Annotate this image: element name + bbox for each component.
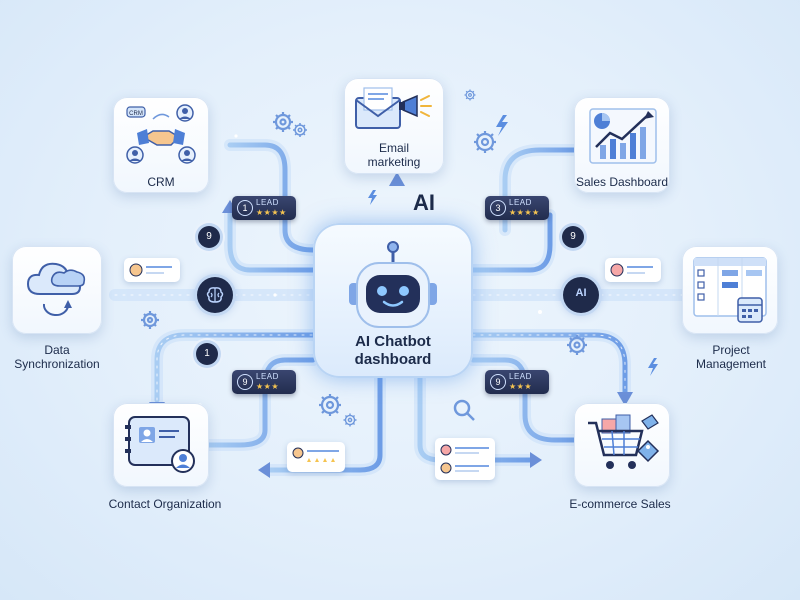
lead-badge[interactable]: 9 LEAD ★★★ — [485, 370, 549, 394]
avatar-list-icon — [440, 444, 489, 474]
lead-badge[interactable]: 9 LEAD ★★★ — [232, 370, 296, 394]
data-sync-label-line2: Synchronization — [14, 357, 100, 371]
ai-hub-label: AI — [575, 287, 587, 299]
magnifier-icon — [453, 399, 475, 421]
gear-icons — [141, 89, 587, 427]
gear-icon — [464, 89, 476, 101]
gear-icon — [273, 112, 293, 132]
lead-number: 1 — [237, 200, 253, 216]
ecommerce-label: E-commerce Sales — [569, 497, 671, 511]
count-bubble[interactable]: 9 — [198, 226, 220, 248]
lead-number: 3 — [490, 200, 506, 216]
center-title: AI Chatbot dashboard — [313, 333, 473, 369]
gear-icon — [343, 413, 357, 427]
brain-hub[interactable] — [197, 277, 233, 313]
growth-chart-icon — [589, 108, 657, 164]
kanban-board-icon — [693, 257, 767, 323]
lead-badge[interactable]: 3 LEAD ★★★★ — [485, 196, 549, 220]
crm-card[interactable]: CRM CRM — [113, 97, 209, 193]
email-label: Email marketing — [344, 141, 444, 169]
project-label: Project Management — [676, 343, 786, 371]
gear-icon — [319, 394, 341, 416]
arrow-down-ecommerce — [617, 392, 633, 406]
email-marketing-card[interactable]: Email marketing — [344, 78, 444, 174]
contact-organization-label: Contact Organization — [108, 497, 222, 511]
lead-label: LEAD — [256, 198, 279, 207]
lead-stars: ★★★★ — [509, 208, 540, 217]
avatar-icon — [129, 263, 172, 277]
avatar-rating-icon — [292, 447, 339, 462]
arrow-right-mini — [530, 452, 542, 468]
envelope-icon — [355, 87, 401, 129]
robot-icon — [349, 241, 437, 328]
sales-dashboard-card[interactable]: Sales Dashboard — [574, 97, 670, 193]
lead-label: LEAD — [509, 198, 532, 207]
email-label-line1: Email — [378, 141, 409, 155]
email-label-line2: marketing — [367, 155, 421, 169]
gear-icon — [141, 311, 159, 329]
profile-list-mini-card[interactable] — [435, 438, 495, 480]
data-sync-label: Data Synchronization — [2, 343, 112, 371]
profile-mini-card[interactable] — [124, 258, 180, 282]
ai-search-hub[interactable]: AI — [563, 277, 599, 313]
lead-stars: ★★★ — [509, 382, 533, 391]
lead-badge[interactable]: 1 LEAD ★★★★ — [232, 196, 296, 220]
center-title-line2: dashboard — [354, 351, 432, 368]
project-label-line1: Project — [712, 343, 750, 357]
crm-mini-text: CRM — [129, 111, 143, 117]
megaphone-icon — [399, 94, 432, 118]
cloud-sync-icon — [26, 262, 86, 316]
lead-label: LEAD — [509, 372, 532, 381]
arrow-up-email — [389, 172, 405, 186]
handshake-icon: CRM — [126, 104, 196, 164]
shopping-cart-icon — [588, 414, 660, 469]
data-sync-label-line1: Data — [44, 343, 70, 357]
brain-icon — [206, 287, 224, 303]
lead-number: 9 — [490, 374, 506, 390]
center-title-line1: AI Chatbot — [355, 333, 431, 350]
contact-card-icon — [125, 416, 195, 473]
lead-stars: ★★★ — [256, 382, 280, 391]
ai-chatbot-dashboard-card[interactable] — [313, 223, 473, 378]
sales-dashboard-label: Sales Dashboard — [575, 175, 669, 189]
arrow-left-mini — [258, 462, 270, 478]
contact-organization-card[interactable] — [113, 403, 209, 487]
crm-label: CRM — [147, 175, 175, 189]
lead-label: LEAD — [256, 372, 279, 381]
lightning-icon — [368, 115, 658, 376]
gear-icon — [293, 123, 307, 137]
count-bubble[interactable]: 1 — [196, 343, 218, 365]
project-management-card[interactable] — [682, 246, 778, 334]
project-label-line2: Management — [695, 357, 767, 371]
rating-mini-card[interactable] — [287, 442, 345, 472]
avatar-icon — [610, 263, 653, 277]
ecommerce-sales-card[interactable] — [574, 403, 670, 487]
gear-icon — [474, 131, 496, 153]
lead-stars: ★★★★ — [256, 208, 287, 217]
gear-icon — [567, 335, 587, 355]
data-sync-card[interactable] — [12, 246, 102, 334]
ai-label: AI — [413, 190, 435, 215]
profile-mini-card[interactable] — [605, 258, 661, 282]
count-bubble[interactable]: 9 — [562, 226, 584, 248]
lead-number: 9 — [237, 374, 253, 390]
